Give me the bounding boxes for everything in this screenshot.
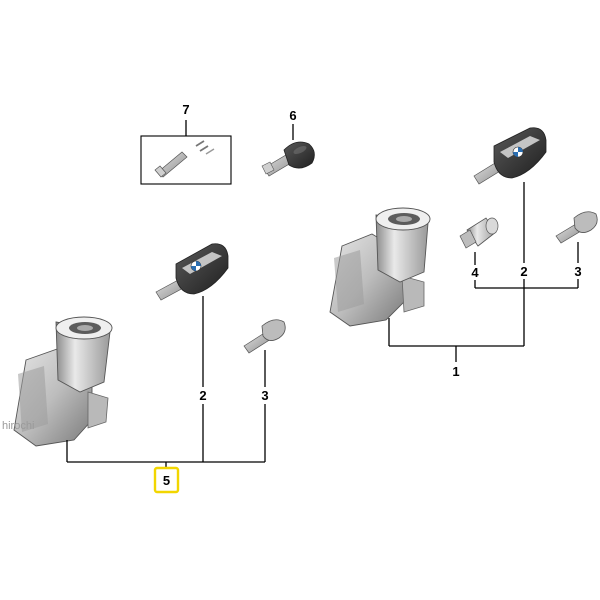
mechanical-key-icon xyxy=(243,319,286,354)
callout-2-right: 2 xyxy=(520,264,527,279)
highlight-frame xyxy=(153,466,180,494)
callout-1: 1 xyxy=(452,364,459,379)
callout-6: 6 xyxy=(289,108,296,123)
key-pin-icon xyxy=(154,140,215,178)
callout-3-left: 3 xyxy=(261,388,268,403)
mechanical-key-icon xyxy=(555,211,598,244)
remote-key-icon xyxy=(473,127,547,185)
ignition-lock-icon xyxy=(329,207,431,327)
key-fob-icon xyxy=(155,243,229,301)
repair-kit-box xyxy=(140,120,232,185)
callout-4: 4 xyxy=(471,265,479,280)
callout-2-left: 2 xyxy=(199,388,206,403)
watermark-text: hirochi xyxy=(2,420,34,432)
callout-5: 5 xyxy=(163,473,170,488)
callout-7: 7 xyxy=(182,102,189,117)
lock-cylinder-icon xyxy=(459,217,499,249)
blank-key-icon xyxy=(261,124,315,177)
callout-3-right: 3 xyxy=(574,264,581,279)
ignition-lock-icon xyxy=(13,316,113,447)
